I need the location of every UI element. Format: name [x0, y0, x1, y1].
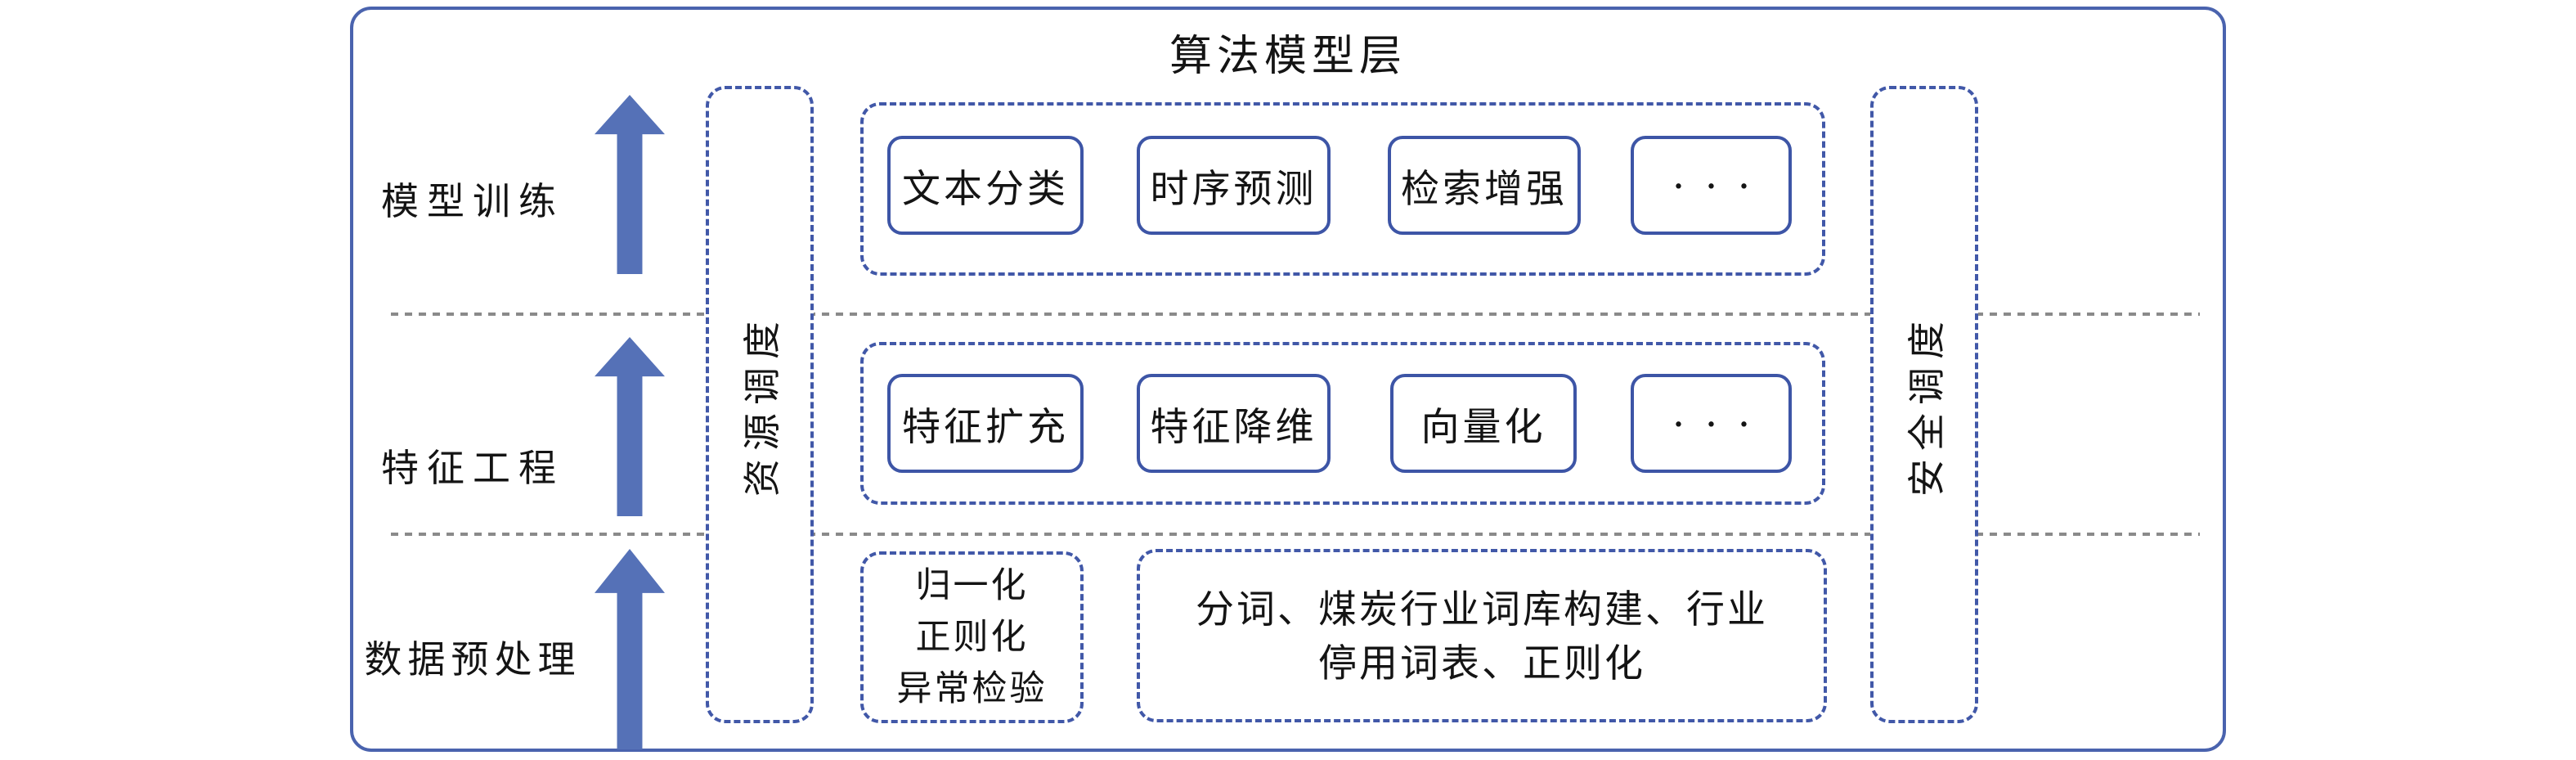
preprocess-line-regularization: 正则化: [915, 618, 1029, 657]
task-box-ellipsis: ···: [1631, 374, 1792, 473]
preprocess-line-anomaly-check: 异常检验: [896, 669, 1048, 708]
task-box-retrieval-augmentation: 检索增强: [1388, 136, 1581, 235]
task-box-time-series-forecast: 时序预测: [1137, 136, 1331, 235]
task-box-feature-expansion: 特征扩充: [887, 374, 1084, 473]
preprocess-nlp-line-2: 停用词表、正则化: [1318, 643, 1645, 686]
task-box-vectorization: 向量化: [1390, 374, 1577, 473]
preprocess-line-normalization: 归一化: [915, 566, 1029, 605]
preprocess-nlp-line-1: 分词、煤炭行业词库构建、行业: [1196, 589, 1768, 632]
stage-label-feature-engineering: 特征工程: [381, 447, 564, 489]
preprocess-statistics-box: 归一化 正则化 异常检验: [860, 551, 1084, 723]
security-scheduling-rail: 安全调度: [1870, 86, 1978, 723]
task-box-feature-dim-reduction: 特征降维: [1137, 374, 1331, 473]
resource-scheduling-label: 资源调度: [742, 313, 783, 497]
stage-label-data-preprocessing: 数据预处理: [364, 639, 581, 681]
stage-separator-top: [391, 313, 2200, 316]
resource-scheduling-rail: 资源调度: [706, 86, 814, 723]
stage-label-model-training: 模型训练: [381, 181, 564, 223]
task-box-ellipsis: ···: [1631, 136, 1792, 235]
security-scheduling-label: 安全调度: [1906, 313, 1948, 497]
stage-separator-bottom: [391, 533, 2200, 536]
preprocess-nlp-box: 分词、煤炭行业词库构建、行业 停用词表、正则化: [1137, 549, 1827, 722]
task-box-text-classification: 文本分类: [887, 136, 1084, 235]
diagram-title: 算法模型层: [1169, 34, 1407, 80]
